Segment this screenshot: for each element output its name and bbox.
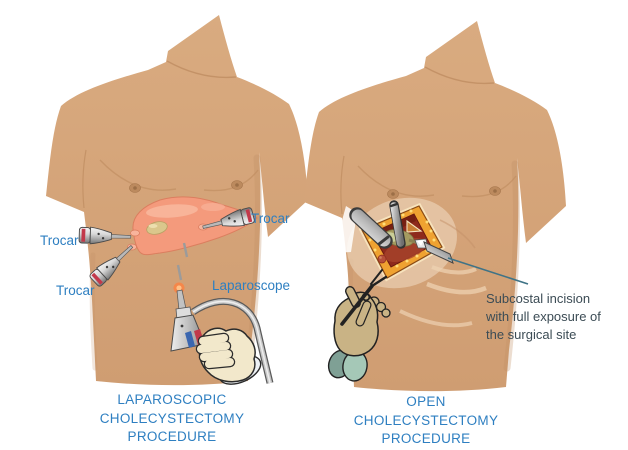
annotation-line: Subcostal incision <box>486 291 591 306</box>
trocar-label-bottom: Trocar <box>56 283 95 298</box>
title-line: OPEN <box>406 394 446 409</box>
trocar-label-right: Trocar <box>251 211 290 226</box>
laparoscope-label: Laparoscope <box>212 278 291 293</box>
title-line: PROCEDURE <box>381 431 471 446</box>
surgeon-hand-right <box>327 269 391 382</box>
title-line: PROCEDURE <box>127 429 217 444</box>
right-procedure-title: OPEN CHOLECYSTECTOMY PROCEDURE <box>338 393 514 449</box>
title-line: LAPAROSCOPIC <box>117 392 227 407</box>
title-line: CHOLECYSTECTOMY <box>99 410 245 426</box>
laparoscope-device <box>170 242 274 385</box>
liver-illustration <box>127 196 258 256</box>
left-procedure-title: LAPAROSCOPIC CHOLECYSTECTOMY PROCEDURE <box>82 391 262 447</box>
glove-fingers-left <box>195 332 236 370</box>
title-line: CHOLECYSTECTOMY <box>353 412 499 428</box>
annotation-line: the surgical site <box>486 327 577 342</box>
scissors-instrument <box>340 269 388 326</box>
leader-line <box>447 257 529 285</box>
trocar-label-left: Trocar <box>40 233 79 248</box>
subcostal-incision-annotation: Subcostal incision with full exposure of… <box>486 290 601 344</box>
retractor-left <box>349 207 393 249</box>
annotation-line: with full exposure of <box>486 309 601 324</box>
retractor-middle <box>389 200 406 249</box>
skin-flap <box>406 219 423 233</box>
clamp-instrument <box>414 238 454 264</box>
